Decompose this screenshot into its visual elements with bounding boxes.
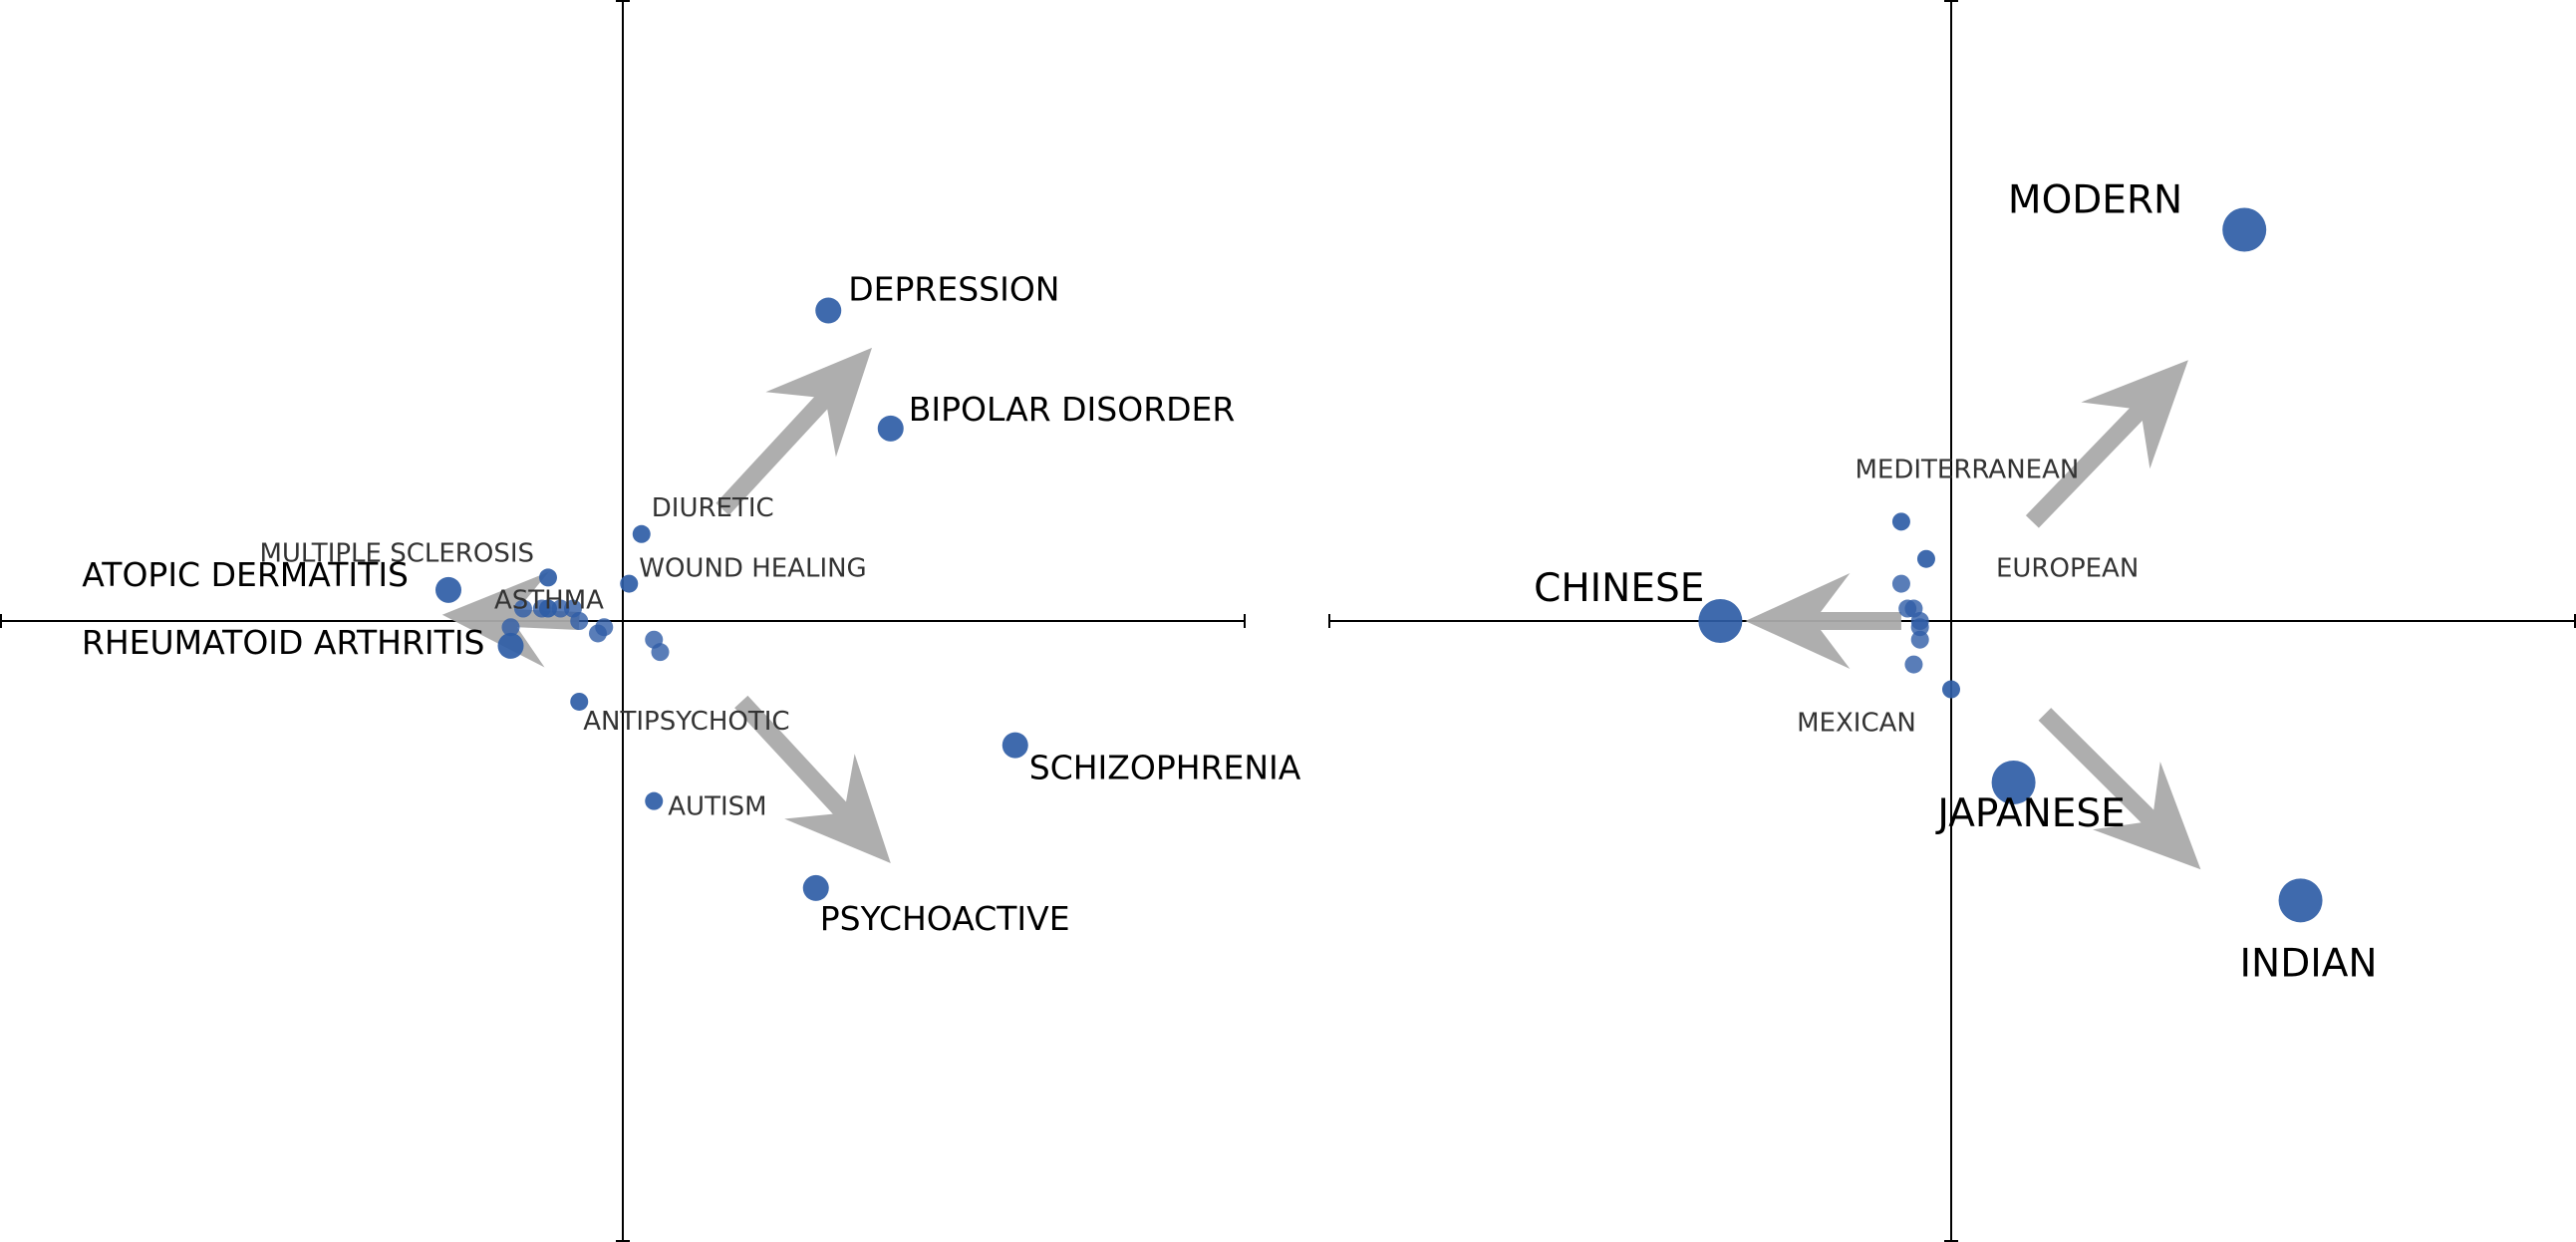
label-rheumatoid-arthritis: RHEUMATOID ARTHRITIS xyxy=(82,623,485,662)
label-autism: AUTISM xyxy=(668,792,766,822)
scatter-point xyxy=(651,643,670,662)
scatter-point xyxy=(551,599,570,618)
label-psychoactive: PSYCHOACTIVE xyxy=(820,899,1070,938)
point-diuretic xyxy=(632,524,651,543)
label-european: EUROPEAN xyxy=(1996,554,2139,584)
scatter-point xyxy=(1904,655,1923,674)
point-atopic-dermatitis xyxy=(435,576,461,603)
label-atopic-dermatitis: ATOPIC DERMATITIS xyxy=(82,555,409,594)
point-mediterranean xyxy=(1891,512,1910,531)
label-modern: MODERN xyxy=(2008,178,2182,223)
label-diuretic: DIURETIC xyxy=(652,493,774,523)
point-bipolar-disorder xyxy=(877,415,904,442)
label-schizophrenia: SCHIZOPHRENIA xyxy=(1029,749,1301,787)
label-japanese: JAPANESE xyxy=(1934,791,2125,836)
point-chinese xyxy=(1698,599,1743,643)
point-schizophrenia xyxy=(1002,732,1028,759)
arrow-up-right xyxy=(716,347,872,515)
right-panel-cuisine-plot: MODERN CHINESE INDIAN JAPANESE MEDITERRANEAN… xyxy=(1328,0,2576,1242)
label-depression: DEPRESSION xyxy=(848,270,1059,309)
label-mexican: MEXICAN xyxy=(1797,709,1916,739)
label-indian: INDIAN xyxy=(2240,941,2378,986)
scatter-point xyxy=(1891,574,1910,593)
point-japanese xyxy=(1991,760,2036,804)
point-asthma xyxy=(539,599,557,618)
point-mexican xyxy=(1942,680,1960,699)
label-multiple-sclerosis: MULTIPLE SCLEROSIS xyxy=(259,538,534,568)
scatter-point xyxy=(1910,630,1929,649)
point-indian xyxy=(2278,878,2323,923)
scatter-point xyxy=(514,599,532,618)
point-european xyxy=(1916,549,1935,568)
scatter-point xyxy=(501,618,520,637)
point-antipsychotic xyxy=(570,692,589,711)
point-modern xyxy=(2222,207,2267,252)
point-psychoactive xyxy=(802,874,829,901)
label-wound-healing: WOUND HEALING xyxy=(639,554,866,584)
arrow-down-right xyxy=(734,695,891,863)
scatter-point xyxy=(570,612,589,630)
label-asthma: ASTHMA xyxy=(494,586,604,616)
point-depression xyxy=(815,297,842,324)
scatter-point xyxy=(1910,618,1929,637)
left-panel-disease-plot: DEPRESSION BIPOLAR DISORDER SCHIZOPHRENIA P… xyxy=(0,0,1301,1242)
point-multiple-sclerosis xyxy=(539,568,557,587)
label-bipolar-disorder: BIPOLAR DISORDER xyxy=(909,390,1236,429)
label-antipsychotic: ANTIPSYCHOTIC xyxy=(583,707,789,737)
label-chinese: CHINESE xyxy=(1534,566,1704,611)
arrow-up-right xyxy=(2025,360,2188,528)
arrow-left xyxy=(1745,573,1901,669)
arrow-down-right xyxy=(2038,708,2201,870)
label-mediterranean: MEDITERRANEAN xyxy=(1855,455,2079,484)
scatter-point xyxy=(595,618,614,637)
point-autism xyxy=(645,791,664,810)
point-rheumatoid-arthritis xyxy=(497,632,524,659)
point-wound-healing xyxy=(620,574,639,593)
